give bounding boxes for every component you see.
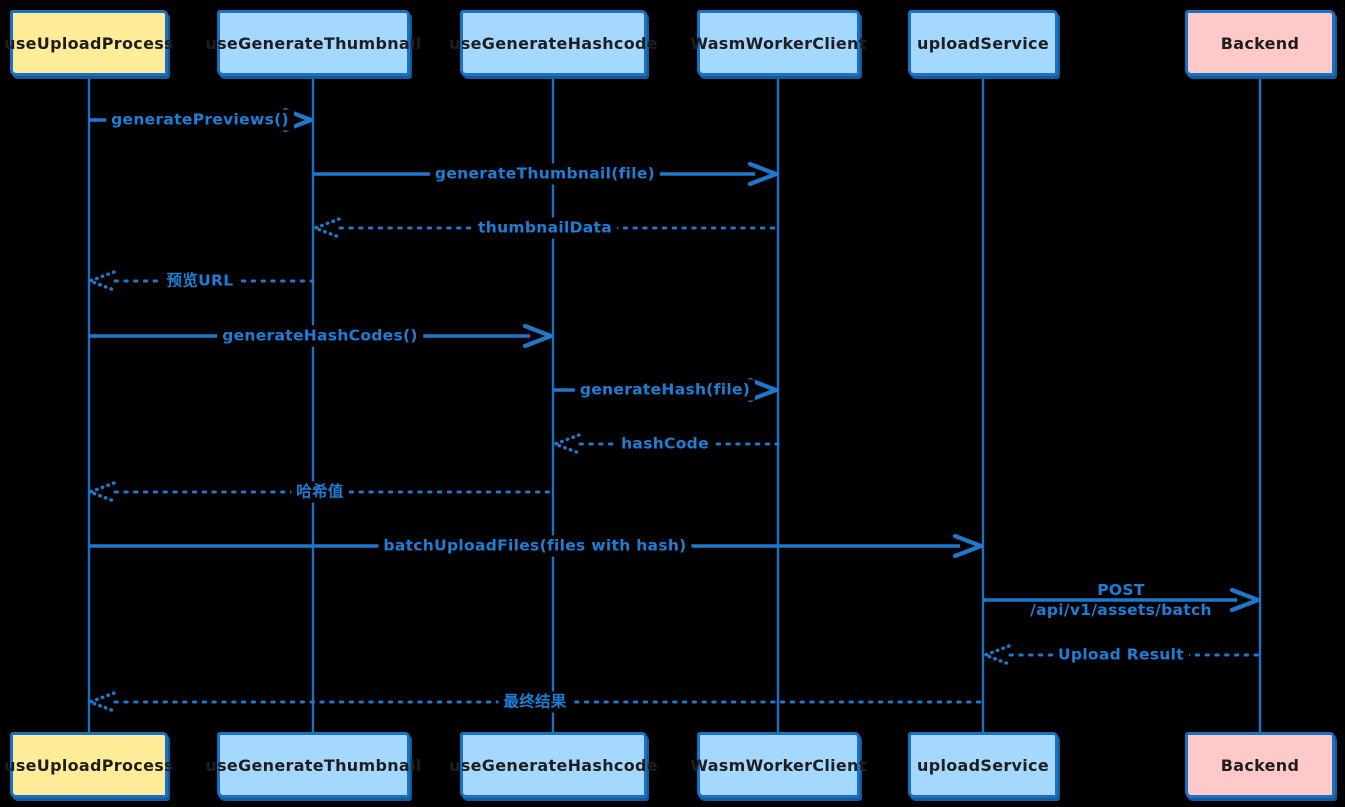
message-label-batch-upload-files: batchUploadFiles(files with hash) [378, 535, 692, 557]
participant-useUploadProcess-bottom: useUploadProcess [4, 732, 174, 798]
participant-label: uploadService [917, 755, 1049, 775]
participant-WasmWorkerClient-top: WasmWorkerClient [690, 10, 866, 76]
participant-label: useUploadProcess [4, 755, 174, 775]
arrowhead-generate-hashcodes [522, 323, 554, 349]
participant-useGenerateThumbnail-top: useGenerateThumbnail [205, 10, 421, 76]
arrowhead-hash-value [88, 481, 116, 503]
participant-useUploadProcess-top: useUploadProcess [4, 10, 174, 76]
message-label-preview-url: 预览URL [161, 270, 239, 292]
participant-label: Backend [1220, 755, 1300, 775]
participant-useGenerateHashcode-top: useGenerateHashcode [449, 10, 658, 76]
message-label-thumbnail-data: thumbnailData [473, 217, 617, 239]
arrowhead-hash-code [553, 433, 581, 455]
participant-uploadService-top: uploadService [908, 10, 1058, 76]
participant-WasmWorkerClient-bottom: WasmWorkerClient [690, 732, 866, 798]
arrowhead-generate-hash [747, 377, 779, 403]
participant-label: uploadService [917, 33, 1049, 53]
message-label-post-batch: POST /api/v1/assets/batch [1025, 580, 1217, 620]
arrowhead-upload-result [983, 644, 1011, 666]
message-label-hash-code: hashCode [616, 433, 714, 455]
message-label-generate-previews: generatePreviews() [106, 109, 294, 131]
participant-label: useGenerateHashcode [449, 755, 658, 775]
message-label-generate-hash: generateHash(file) [574, 379, 756, 401]
arrowhead-post-batch [1229, 587, 1261, 613]
participant-Backend-top: Backend [1185, 10, 1335, 76]
participant-uploadService-bottom: uploadService [908, 732, 1058, 798]
message-label-generate-hashcodes: generateHashCodes() [217, 325, 423, 347]
arrowhead-final-result [88, 691, 116, 713]
participant-label: useUploadProcess [4, 33, 174, 53]
arrowhead-preview-url [88, 270, 116, 292]
message-label-hash-value: 哈希值 [291, 481, 349, 503]
message-label-post-path: /api/v1/assets/batch [1030, 601, 1212, 619]
participant-label: WasmWorkerClient [690, 755, 867, 775]
arrowhead-batch-upload-files [952, 533, 984, 559]
message-label-post-method: POST [1097, 581, 1145, 599]
message-label-final-result: 最终结果 [498, 691, 572, 713]
participant-useGenerateHashcode-bottom: useGenerateHashcode [449, 732, 658, 798]
participant-label: useGenerateThumbnail [205, 755, 422, 775]
arrowhead-thumbnail-data [313, 217, 341, 239]
arrowhead-generate-thumbnail [747, 161, 779, 187]
participant-label: Backend [1220, 33, 1300, 53]
participant-label: WasmWorkerClient [690, 33, 867, 53]
participant-useGenerateThumbnail-bottom: useGenerateThumbnail [205, 732, 421, 798]
message-label-generate-thumbnail: generateThumbnail(file) [429, 163, 661, 185]
participant-Backend-bottom: Backend [1185, 732, 1335, 798]
participant-label: useGenerateHashcode [449, 33, 658, 53]
message-label-upload-result: Upload Result [1053, 644, 1189, 666]
participant-label: useGenerateThumbnail [205, 33, 422, 53]
